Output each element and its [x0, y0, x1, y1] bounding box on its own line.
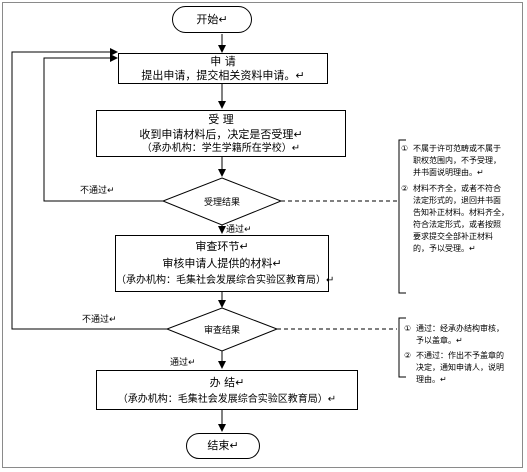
review-organization: （承办机构：毛集社会发展综合实验区教育局）↵: [116, 275, 335, 286]
review-note-item-2: ② 不通过：作出不予盖章的 决定，通知申请人，说明 理由。↵: [404, 350, 522, 386]
accept-description: 收到申请材料后，决定是否受理↵: [139, 128, 303, 141]
accept-note-line: 不属于许可范畴或不属于: [413, 144, 501, 153]
decision1-label: 受理结果: [203, 198, 240, 208]
conclude-title: 办 结↵: [209, 376, 245, 389]
accept-title: 受 理: [208, 113, 234, 126]
arrow-reject-loop-2: [11, 48, 167, 330]
review-title: 审查环节↵: [195, 240, 249, 253]
apply-description: 提出申请，提交相关资料申请。↵: [141, 69, 305, 82]
edge-label-pass-2: 通过↵: [170, 358, 196, 368]
review-note-line: 予以盖章。↵: [416, 336, 463, 345]
accept-note-line: 职权范围内，不予受理，: [413, 156, 501, 165]
accept-note-line: 并书面说明理由。↵: [413, 168, 484, 177]
end-label: 结束↵: [207, 439, 239, 452]
start-label: 开始↵: [196, 13, 228, 26]
edge-label-reject-1: 不通过↵: [80, 186, 115, 196]
accept-note-item-1: ① 不属于许可范畴或不属于 职权范围内，不予受理， 并书面说明理由。↵: [401, 143, 519, 179]
accept-note-line: 材料不齐全，或者不符合: [413, 184, 501, 193]
decision-diamond-accept: [161, 177, 283, 226]
apply-step: 申 请 提出申请，提交相关资料申请。↵: [118, 53, 328, 84]
outer-frame: [2, 2, 523, 468]
decision2-label: 审查结果: [203, 326, 240, 336]
accept-note-line: 符合法定形式，或者按照: [413, 220, 501, 229]
accept-note-number-1: ①: [401, 144, 409, 153]
accept-step: 受 理 收到申请材料后，决定是否受理↵ （承办机构：学生学籍所在学校）↵: [96, 110, 346, 157]
note-bracket-accept: [398, 139, 406, 294]
start-node: 开始↵: [172, 6, 252, 33]
review-note-number-2: ②: [404, 351, 412, 360]
review-note-number-1: ①: [404, 324, 412, 333]
note-bracket-review: [398, 317, 406, 378]
accept-note-number-2: ②: [401, 184, 409, 193]
edge-label-pass-1: 通过↵: [226, 225, 252, 235]
review-note-line: 通过：经承办结构审核，: [416, 324, 504, 333]
accept-note-line: 法定形式的，退回并书面: [413, 196, 501, 205]
conclude-step: 办 结↵ （承办机构：毛集社会发展综合实验区教育局）↵: [96, 370, 358, 410]
conclude-organization: （承办机构：毛集社会发展综合实验区教育局）↵: [117, 394, 337, 405]
review-note-item-1: ① 通过：经承办结构审核， 予以盖章。↵: [404, 323, 522, 347]
accept-note-line: 的，予以受理。↵: [413, 244, 476, 253]
end-node: 结束↵: [186, 433, 260, 459]
review-step: 审查环节↵ 审核申请人提供的材料↵ （承办机构：毛集社会发展综合实验区教育局）↵: [115, 235, 335, 292]
accept-organization: （承办机构：学生学籍所在学校）↵: [141, 143, 301, 154]
accept-note-item-2: ② 材料不齐全，或者不符合 法定形式的，退回并书面 告知补正材料。材料齐全， 符…: [401, 183, 519, 255]
decision-diamond-review: [165, 307, 279, 352]
accept-note-line: 告知补正材料。材料齐全，: [413, 208, 509, 217]
apply-title: 申 请: [210, 55, 236, 68]
review-note: ① 通过：经承办结构审核， 予以盖章。↵ ② 不通过：作出不予盖章的 决定，通知…: [404, 323, 522, 386]
review-note-line: 决定，通知申请人，说明: [416, 363, 504, 372]
review-description: 审核申请人提供的材料↵: [162, 257, 282, 270]
review-note-line: 理由。↵: [416, 375, 447, 384]
arrow-reject-loop-1: [43, 54, 163, 202]
accept-note-line: 要求提交全部补正材料: [413, 232, 493, 241]
edge-label-reject-2: 不通过↵: [82, 315, 117, 325]
accept-note: ① 不属于许可范畴或不属于 职权范围内，不予受理， 并书面说明理由。↵ ② 材料…: [401, 143, 519, 255]
review-note-line: 不通过：作出不予盖章的: [416, 351, 504, 360]
